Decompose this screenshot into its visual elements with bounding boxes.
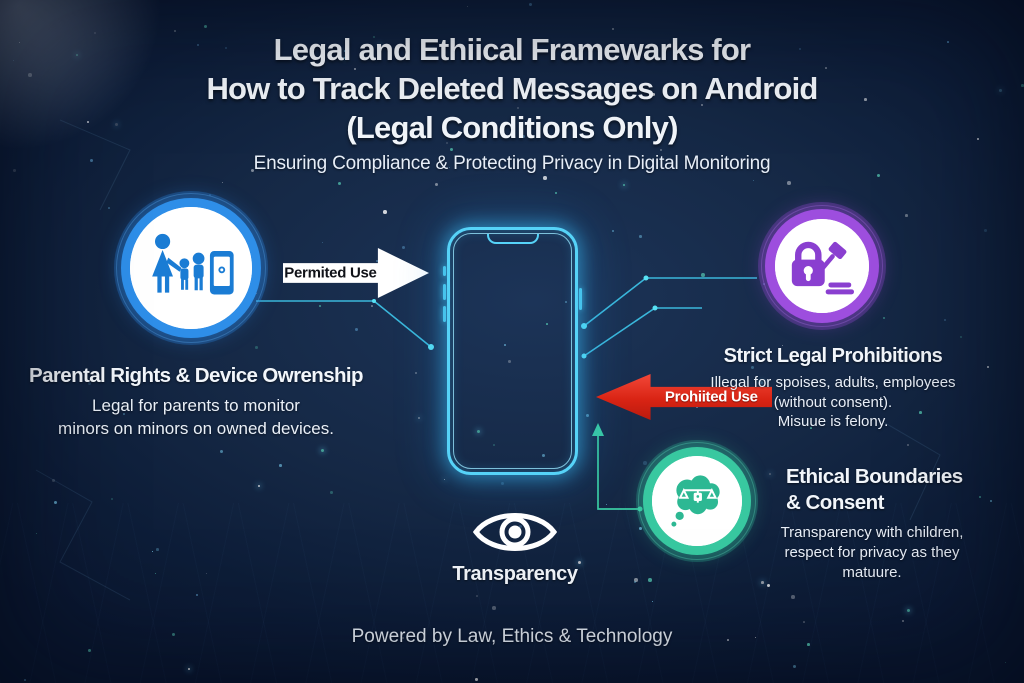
eye-icon bbox=[470, 505, 560, 559]
phone-side-button bbox=[443, 284, 446, 300]
prohibited-use-label: Prohiited Use bbox=[664, 388, 758, 406]
permitted-use-arrow: Permited Use bbox=[283, 248, 429, 298]
phone-notch bbox=[486, 234, 539, 244]
parental-node-face bbox=[130, 207, 252, 329]
smartphone-outline-icon bbox=[447, 227, 578, 475]
thought-bubble-scales-icon bbox=[664, 468, 730, 534]
ethical-boundaries-node bbox=[638, 442, 756, 560]
ethical-boundaries-description: Transparency with children, respect for … bbox=[780, 524, 964, 581]
title-line-2: How to Track Deleted Messages on Android bbox=[206, 71, 818, 106]
legal-prohibitions-title: Strict Legal Prohibitions bbox=[723, 345, 943, 367]
family-with-smartphone-icon bbox=[145, 232, 237, 304]
parental-rights-node bbox=[116, 193, 266, 343]
page-subtitle: Ensuring Compliance & Protecting Privacy… bbox=[253, 153, 771, 174]
legal-prohibitions-node bbox=[761, 205, 883, 327]
phone-side-button bbox=[579, 288, 582, 310]
padlock-and-gavel-icon bbox=[785, 234, 859, 298]
page-title: Legal and Ethiical Framewarks for How to… bbox=[0, 30, 1024, 147]
title-line-3: (Legal Conditions Only) bbox=[346, 110, 678, 145]
ethics-node-face bbox=[652, 456, 742, 546]
parental-rights-block: Parental Rights & Device Owrenship Legal… bbox=[10, 364, 382, 440]
title-line-1: Legal and Ethiical Framewarks for bbox=[273, 32, 751, 67]
parental-rights-description: Legal for parents to monitor minors on m… bbox=[58, 396, 334, 438]
parental-rights-title: Parental Rights & Device Owrenship bbox=[29, 364, 364, 387]
legal-prohibitions-description: Illegal for spoises, adults, employees (… bbox=[710, 374, 956, 430]
ethical-boundaries-title: Ethical Boundaries & Consent bbox=[786, 465, 963, 514]
legal-node-face bbox=[775, 219, 869, 313]
permitted-use-label: Permited Use bbox=[284, 264, 377, 282]
footer-text: Powered by Law, Ethics & Technology bbox=[351, 626, 673, 647]
legal-prohibitions-block: Strict Legal Prohibitions Illegal for sp… bbox=[678, 345, 988, 432]
phone-side-button bbox=[443, 266, 446, 276]
phone-side-button bbox=[443, 306, 446, 322]
transparency-label: Transparency bbox=[452, 563, 578, 585]
